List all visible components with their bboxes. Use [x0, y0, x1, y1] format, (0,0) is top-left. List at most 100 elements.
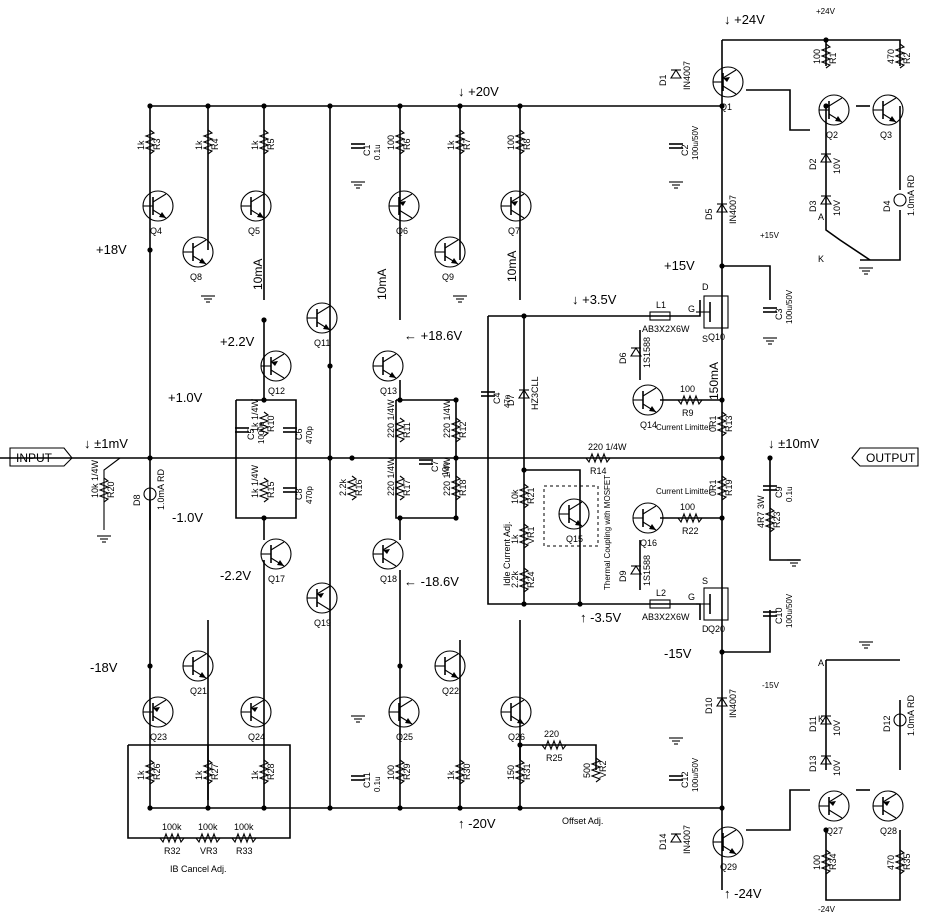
diode-ref-d5: D5	[704, 208, 714, 220]
input-tag-label: INPUT	[16, 451, 53, 465]
resistor-value-r1: 100	[812, 49, 822, 64]
voltage-label-v-plus24-small: +24V	[816, 7, 836, 16]
resistor-ref-r23: R23	[772, 511, 782, 528]
junction-dot	[397, 515, 403, 521]
junction-dot	[261, 103, 267, 109]
resistor-ref-r13: R13	[724, 415, 734, 432]
junction-dot	[719, 103, 725, 109]
voltage-label-v-minus18-6: ← -18.6V	[404, 574, 459, 589]
transistor-q21: Q21	[182, 650, 214, 696]
junction-dot	[719, 397, 725, 403]
label-current-limiter-bottom: Current Limitter	[656, 487, 711, 496]
capacitor-value-c6: 470p	[305, 426, 314, 444]
transistor-q16: Q16	[632, 502, 664, 548]
inductor-ref-l1: L1	[656, 300, 666, 310]
junction-dot	[327, 805, 333, 811]
voltage-label-v-plus18: +18V	[96, 242, 127, 257]
diode-value-d10: IN4007	[728, 689, 738, 718]
current-label-i-q7: 10mA	[505, 251, 519, 282]
junction-dot	[453, 397, 459, 403]
transistor-label-q7: Q7	[508, 226, 520, 236]
resistor-ref-r17: R17	[402, 479, 412, 496]
resistor-ref-r4: R4	[210, 138, 220, 150]
capacitor-ref-c10: C10	[774, 607, 784, 624]
resistor-r17: R17 220 1/4W	[386, 457, 412, 501]
label-idle-adj: Idle Current Adj.	[502, 521, 512, 586]
diode-value-d2: 10V	[832, 158, 842, 174]
resistor-ref-r21: R21	[526, 487, 536, 504]
voltage-label-v-plus18-6: ← +18.6V	[404, 328, 463, 343]
resistor-ref-r7: R7	[462, 138, 472, 150]
inductor-ref-l2: L2	[656, 588, 666, 598]
diode-value-d14: IN4007	[682, 825, 692, 854]
junction-dot	[521, 313, 527, 319]
capacitor-value-c3: 100u/50V	[785, 289, 794, 324]
transistor-label-q26: Q26	[508, 732, 525, 742]
diode-d10: D10 IN4007	[704, 689, 738, 718]
capacitor-ref-c6: C6	[294, 428, 304, 440]
transistor-q9: Q9	[434, 236, 466, 282]
capacitor-value-c9: 0.1u	[785, 486, 794, 502]
voltage-label-v-minus1-0: -1.0V	[172, 510, 203, 525]
diode-ref-d3: D3	[808, 200, 818, 212]
inductor-value-l2: AB3X2X6W	[642, 612, 690, 622]
transistor-q10: Q10	[696, 295, 729, 342]
output-tag: OUTPUT	[851, 447, 919, 467]
resistor-value-r24: 2.2k	[510, 570, 520, 588]
label-current-limiter-top: Current Limitter	[656, 423, 711, 432]
diode-ref-d4: D4	[882, 200, 892, 212]
resistor-ref-vr2: VR2	[598, 760, 608, 778]
junction-dot	[261, 397, 267, 403]
resistor-ref-r16: R16	[354, 479, 364, 496]
resistor-ref-r22: R22	[682, 526, 699, 536]
junction-dot	[261, 805, 267, 811]
transistor-label-q6: Q6	[396, 226, 408, 236]
transistor-q14: Q14	[632, 384, 664, 430]
diode-value-d3: 10V	[832, 200, 842, 216]
label-pin-s2: S	[702, 576, 708, 586]
resistor-value-r17: 220 1/4W	[386, 457, 396, 496]
voltage-label-v-plus15: +15V	[664, 258, 695, 273]
transistor-label-q5: Q5	[248, 226, 260, 236]
transistor-label-q25: Q25	[396, 732, 413, 742]
resistor-value-r15: 1k 1/4W	[250, 464, 260, 498]
junction-dot	[205, 103, 211, 109]
capacitor-value-c8: 470p	[305, 486, 314, 504]
junction-dot	[517, 103, 523, 109]
capacitor-ref-c4: C4	[492, 392, 502, 404]
diode-ref-d9: D9	[618, 570, 628, 582]
transistor-q15: Q15	[558, 498, 590, 544]
diode-value-d4: 1.0mA RD	[906, 174, 916, 216]
voltage-label-v-in-1mv: ↓ ±1mV	[84, 436, 128, 451]
resistor-ref-r35: R35	[902, 853, 912, 870]
diode-ref-d10: D10	[704, 697, 714, 714]
resistor-value-r8: 100	[506, 135, 516, 150]
current-label-i-q5: 10mA	[251, 259, 265, 290]
transistor-label-q2: Q2	[826, 130, 838, 140]
transistor-label-q1: Q1	[720, 102, 732, 112]
